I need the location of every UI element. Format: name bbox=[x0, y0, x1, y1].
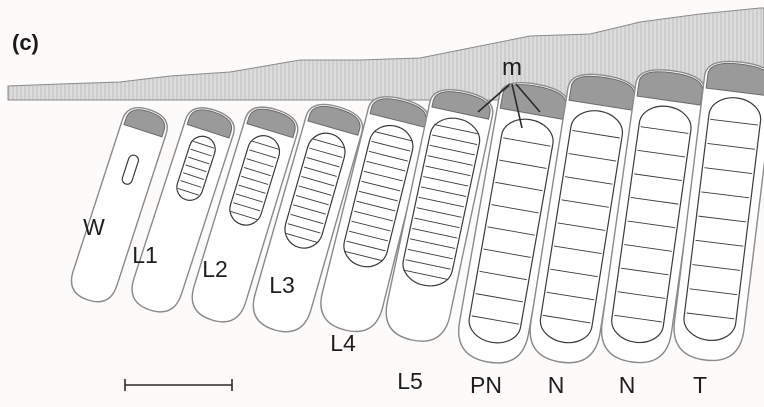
panel-label: (c) bbox=[12, 30, 39, 56]
stage-label-l2: L2 bbox=[202, 256, 228, 283]
annotation-m-label: m bbox=[502, 54, 522, 82]
stage-label-l5: L5 bbox=[397, 368, 423, 395]
stage-label-l4: L4 bbox=[330, 330, 356, 357]
scale-bar bbox=[125, 379, 232, 391]
stage-label-l3: L3 bbox=[269, 272, 295, 299]
stage-label-l1: L1 bbox=[132, 242, 158, 269]
stage-label-pn: PN bbox=[470, 372, 502, 399]
stage-label-n1: N bbox=[548, 372, 565, 399]
stage-label-w: W bbox=[83, 214, 105, 241]
stage-label-n2: N bbox=[619, 372, 636, 399]
stage-label-t: T bbox=[693, 372, 707, 399]
